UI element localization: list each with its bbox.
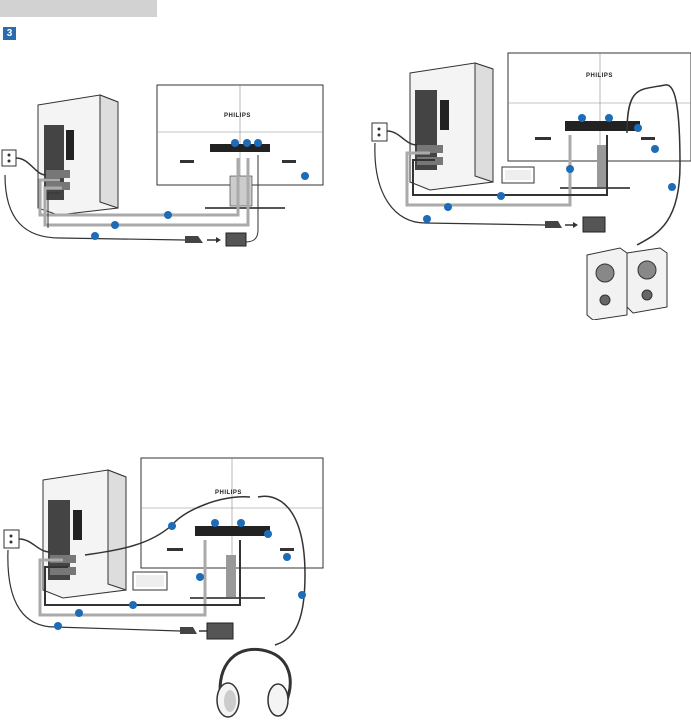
cable-marker — [298, 591, 306, 599]
connection-diagram-1: PHILIPS — [0, 80, 330, 260]
cable-marker — [444, 203, 452, 211]
power-plug-icon — [545, 221, 562, 228]
port-marker — [254, 139, 262, 147]
cable-marker — [497, 192, 505, 200]
power-adapter-icon — [583, 217, 605, 232]
port-marker — [605, 114, 613, 122]
power-plug-icon — [180, 627, 197, 634]
cable-marker — [54, 622, 62, 630]
monitor-brand-label: PHILIPS — [586, 73, 613, 79]
monitor-brand-label: PHILIPS — [215, 490, 242, 496]
connection-diagram-3: PHILIPS — [0, 455, 330, 725]
cable-marker — [164, 211, 172, 219]
port-marker — [237, 519, 245, 527]
wall-outlet-icon — [372, 123, 387, 141]
port-marker — [578, 114, 586, 122]
power-adapter-icon — [226, 233, 246, 246]
cable-marker — [423, 215, 431, 223]
monitor-icon: PHILIPS — [508, 53, 691, 188]
port-marker — [634, 124, 642, 132]
cable-marker — [668, 183, 676, 191]
arrow-icon — [207, 237, 221, 243]
step-number-badge: 3 — [3, 27, 16, 40]
cable-marker — [111, 221, 119, 229]
laptop-icon — [502, 167, 534, 183]
monitor-icon: PHILIPS — [157, 85, 323, 208]
cable-marker — [196, 573, 204, 581]
port-marker — [264, 530, 272, 538]
port-marker — [231, 139, 239, 147]
arrow-icon — [565, 222, 578, 228]
cable-marker — [129, 601, 137, 609]
port-marker — [211, 519, 219, 527]
cable-marker — [168, 522, 176, 530]
pc-tower-icon — [43, 470, 126, 598]
speakers-icon — [587, 248, 667, 320]
power-adapter-icon — [207, 623, 233, 639]
connection-diagram-2: PHILIPS — [365, 45, 691, 320]
port-marker — [301, 172, 309, 180]
wall-outlet-icon — [2, 150, 16, 166]
headphones-icon — [217, 649, 290, 717]
pc-tower-icon — [410, 63, 493, 190]
cable-marker — [566, 165, 574, 173]
laptop-icon — [133, 572, 167, 590]
section-header-bar — [0, 0, 157, 17]
cable-marker — [91, 232, 99, 240]
monitor-brand-label: PHILIPS — [224, 113, 251, 119]
port-marker — [651, 145, 659, 153]
port-marker — [283, 553, 291, 561]
power-plug-icon — [185, 236, 203, 243]
pc-tower-icon — [38, 95, 118, 215]
wall-outlet-icon — [4, 530, 19, 548]
cable-marker — [75, 609, 83, 617]
port-marker — [243, 139, 251, 147]
